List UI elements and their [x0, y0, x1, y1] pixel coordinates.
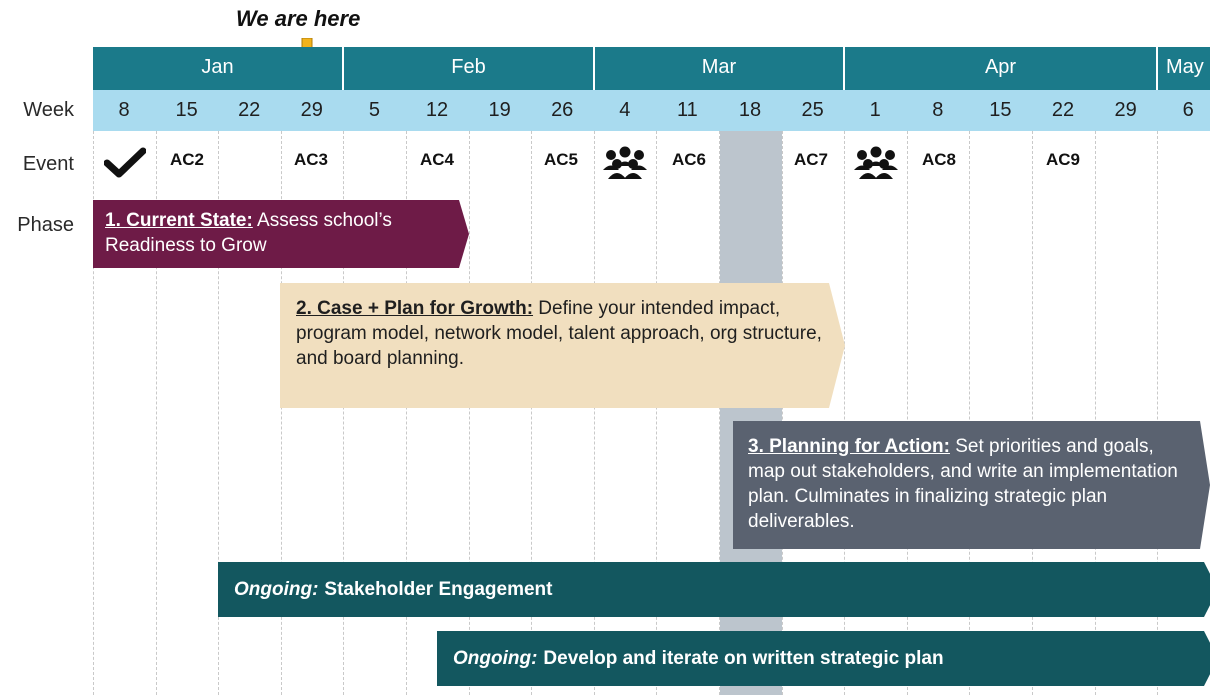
- week-cell: 22: [238, 99, 261, 121]
- week-cell: 4: [619, 99, 631, 121]
- ongoing-2-lead: Ongoing:: [453, 647, 538, 669]
- phase-1-heading: 1. Current State:: [105, 210, 253, 231]
- phase-2-heading: 2. Case + Plan for Growth:: [296, 298, 534, 319]
- week-cell: 6: [1182, 99, 1194, 121]
- grid-line: [406, 131, 407, 695]
- event-ac2: AC2: [169, 150, 204, 169]
- event-ac3: AC3: [293, 150, 328, 169]
- ongoing-2-text: Develop and iterate on written strategic…: [543, 647, 944, 669]
- week-cell: 8: [932, 99, 944, 121]
- grid-line: [781, 131, 783, 695]
- month-mar: Mar: [595, 47, 845, 90]
- phase-2-text: Define your intended impact, program mod…: [296, 298, 822, 369]
- phase-3-planning-action: 3. Planning for Action: Set priorities a…: [733, 421, 1210, 549]
- phase-1-text: Assess school’s Readiness to Grow: [105, 210, 392, 256]
- grid-line: [343, 131, 345, 695]
- phase-2-case-plan: 2. Case + Plan for Growth: Define your i…: [280, 283, 845, 408]
- grid-line: [719, 131, 720, 695]
- row-label-phase: Phase: [17, 214, 74, 236]
- week-cell: 18: [738, 99, 762, 121]
- ongoing-stakeholder-engagement: Ongoing: Stakeholder Engagement: [218, 562, 1210, 617]
- month-band: [93, 47, 1210, 90]
- group-icon: [602, 146, 648, 185]
- event-ac4: AC4: [419, 150, 454, 169]
- grid-line: [468, 131, 470, 695]
- grid-line: [656, 131, 658, 695]
- row-label-event: Event: [22, 153, 74, 175]
- event-ac8: AC8: [921, 150, 956, 169]
- group-icon: [853, 146, 899, 185]
- week-cell: 29: [1114, 99, 1137, 121]
- grid-line: [844, 131, 846, 695]
- ongoing-1-text: Stakeholder Engagement: [324, 578, 553, 600]
- grid-line: [1032, 131, 1033, 695]
- month-apr: Apr: [845, 47, 1158, 90]
- month-feb: Feb: [344, 47, 595, 90]
- week-cell: 29: [300, 99, 323, 121]
- grid-line: [218, 131, 220, 695]
- phase-1-current-state: 1. Current State: Assess school’s Readin…: [93, 200, 469, 268]
- grid-line: [1157, 131, 1159, 695]
- grid-line: [1094, 131, 1096, 695]
- check-icon: [103, 147, 147, 184]
- week-cell: 22: [1051, 99, 1075, 121]
- week-cell: 5: [368, 99, 380, 121]
- month-jan: Jan: [93, 47, 344, 90]
- week-cell: 26: [551, 99, 574, 121]
- phase-3-heading: 3. Planning for Action:: [748, 436, 950, 457]
- grid-line: [531, 131, 533, 695]
- week-cell: 8: [118, 99, 130, 121]
- event-ac7: AC7: [793, 150, 828, 169]
- week-cell: 15: [175, 99, 198, 121]
- event-ac9: AC9: [1045, 150, 1080, 169]
- week-cell: 11: [677, 99, 698, 121]
- grid-line: [280, 131, 282, 695]
- phase-3-text: Set priorities and goals, map out stakeh…: [748, 436, 1178, 532]
- week-cell: 12: [425, 99, 449, 121]
- event-ac6: AC6: [671, 150, 706, 169]
- grid-line: [969, 131, 971, 695]
- ongoing-strategic-plan: Ongoing: Develop and iterate on written …: [437, 631, 1210, 686]
- week-cell: 25: [801, 99, 824, 121]
- month-may: May: [1166, 56, 1204, 78]
- grid-line: [906, 131, 908, 695]
- grid-line: [593, 131, 595, 695]
- we-are-here-label: We are here: [236, 6, 361, 31]
- grid-line: [93, 131, 94, 695]
- week-cell: 15: [989, 99, 1012, 121]
- ongoing-1-lead: Ongoing:: [234, 578, 319, 600]
- grid-line: [155, 131, 157, 695]
- week-cell: 1: [869, 99, 881, 121]
- week-band: [93, 90, 1210, 131]
- week-cell: 19: [488, 99, 511, 121]
- event-ac5: AC5: [543, 150, 578, 169]
- row-label-week: Week: [23, 99, 74, 121]
